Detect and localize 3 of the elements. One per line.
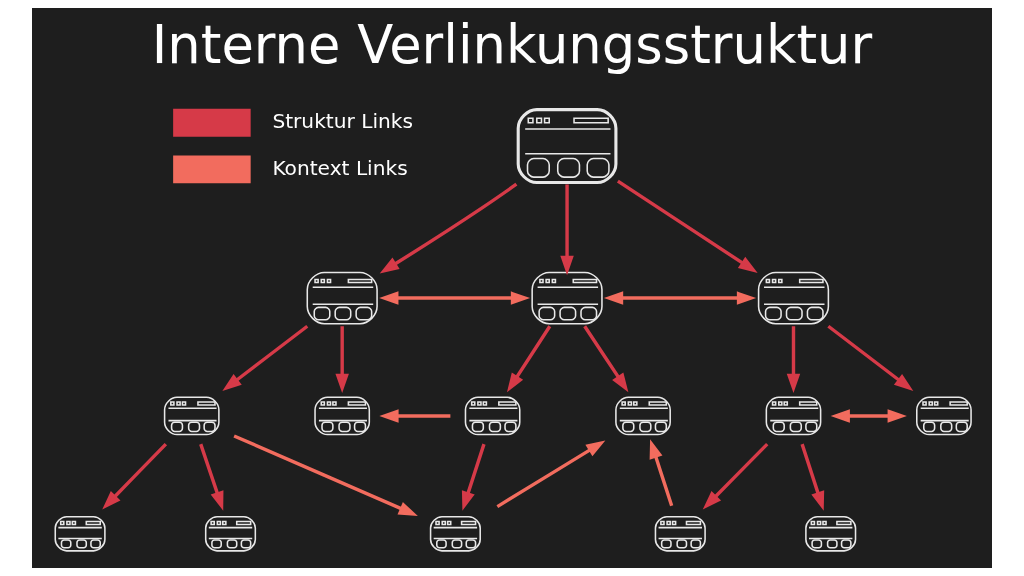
legend-label: Kontext Links [272,155,408,180]
diagram-title: Interne Verlinkungsstruktur [151,13,873,75]
legend-label: Struktur Links [272,109,413,134]
